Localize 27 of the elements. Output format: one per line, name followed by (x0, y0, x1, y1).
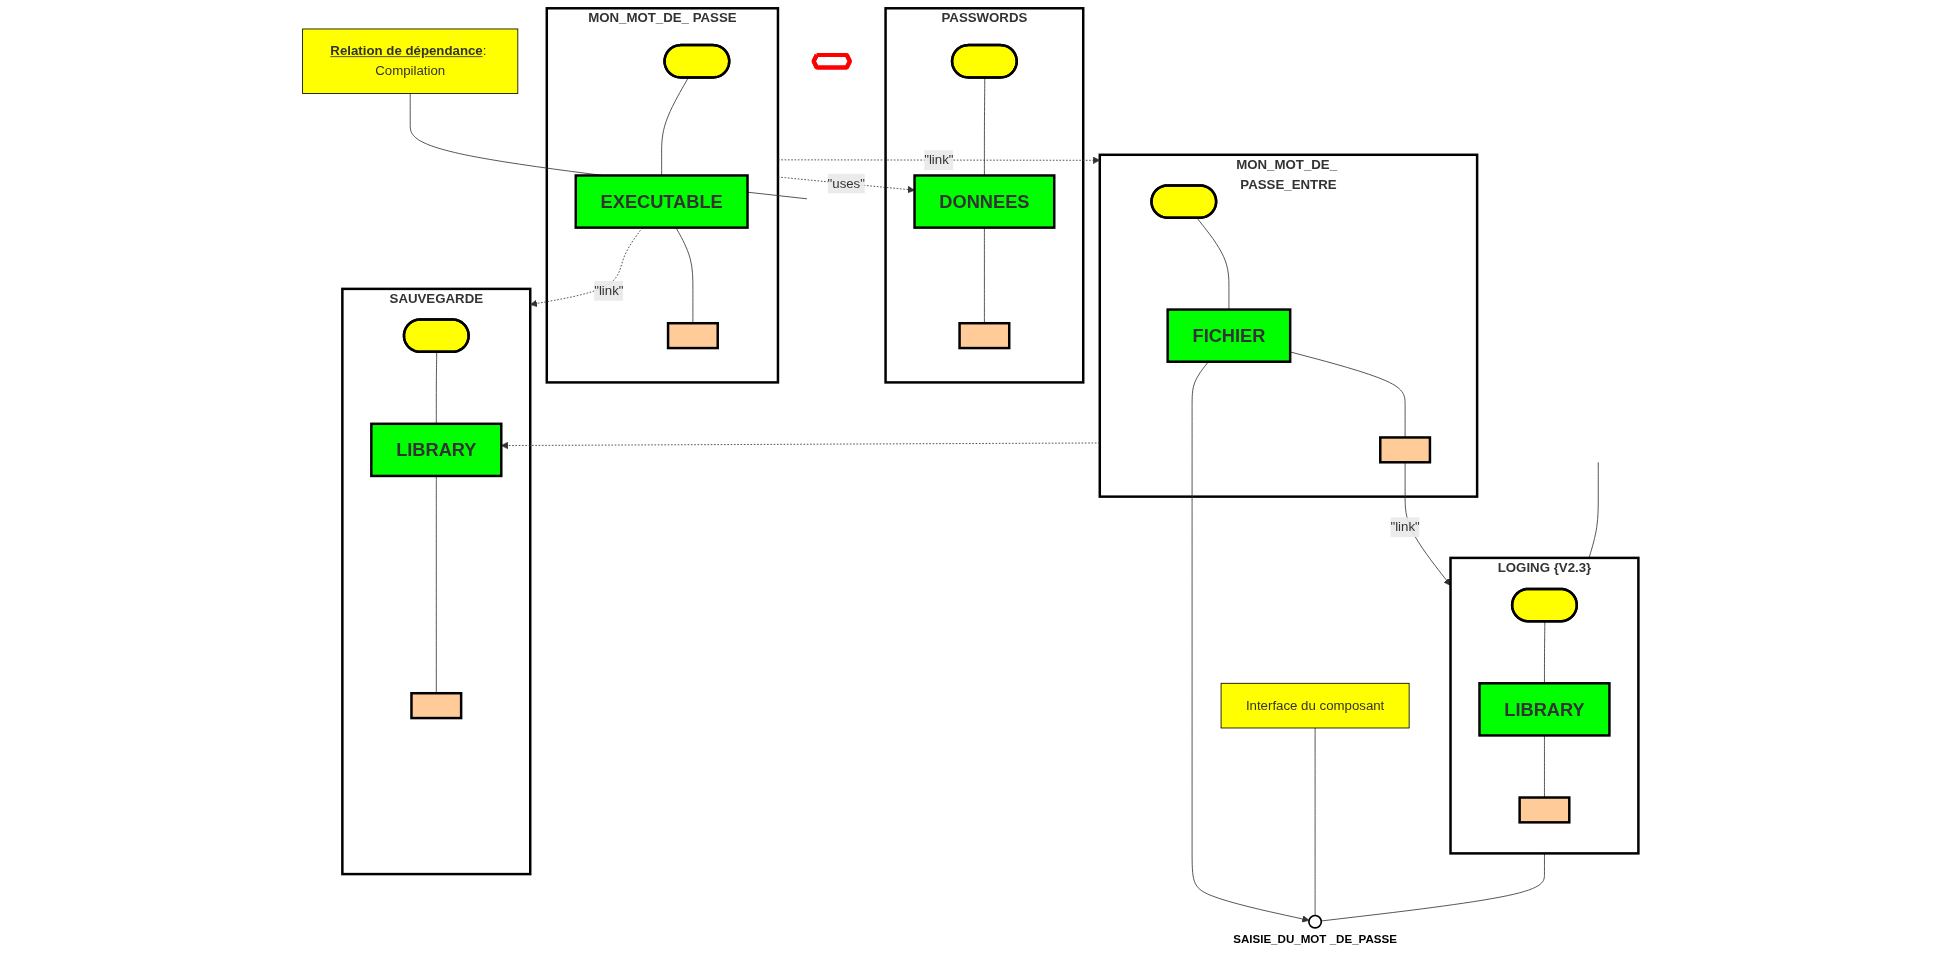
connector (984, 227, 985, 324)
edge-label: "link" (1390, 519, 1420, 534)
node-box (666, 322, 719, 350)
connector (675, 227, 694, 324)
connector (1196, 217, 1230, 310)
node-box (410, 692, 463, 720)
edge-label: "link" (924, 152, 954, 167)
node-box (1518, 796, 1571, 824)
node-box: LIBRARY (1478, 682, 1611, 737)
node-circle (1308, 914, 1323, 929)
node-box: FICHIER (1166, 308, 1292, 363)
edge-label: "link" (594, 283, 624, 298)
connector (1544, 621, 1546, 684)
connector (661, 77, 689, 176)
edge-label: "uses" (827, 176, 865, 191)
node-box (1379, 436, 1432, 464)
node-box: EXECUTABLE (574, 174, 749, 229)
node-box (958, 322, 1011, 350)
node-box: Interface du composant (1220, 682, 1410, 729)
node-box: Relation de dépendance: Compilation (302, 28, 519, 94)
connector (1544, 735, 1545, 798)
connector (1314, 727, 1316, 916)
connector (984, 77, 986, 176)
connector (435, 475, 437, 694)
node-box: DONNEES (913, 174, 1056, 229)
node-box: LIBRARY (370, 422, 503, 478)
interface-name: SAISIE_DU_MOT _DE_PASSE (1233, 932, 1398, 945)
